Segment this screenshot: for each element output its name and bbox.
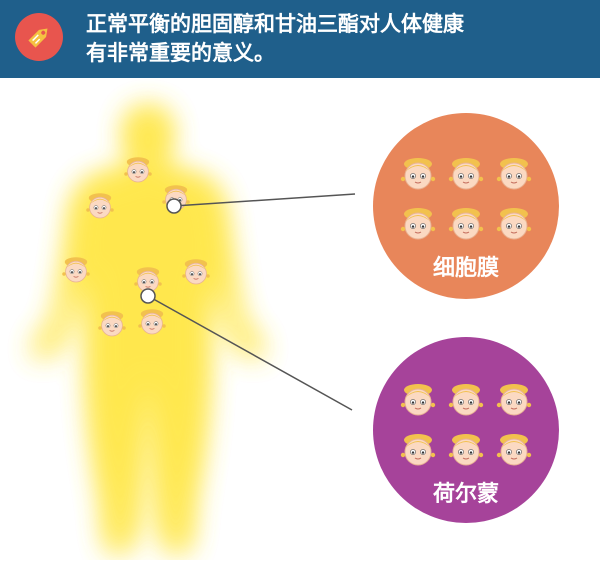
header-line-1: 正常平衡的胆固醇和甘油三酯对人体健康 — [86, 12, 464, 36]
illustration-canvas — [34, 108, 559, 553]
cell-membrane-circle — [373, 113, 559, 299]
cell-membrane-label: 细胞膜 — [432, 256, 499, 281]
header-title: 正常平衡的胆固醇和甘油三酯对人体健康 有非常重要的意义。 — [86, 10, 586, 68]
hormone-label: 荷尔蒙 — [432, 482, 499, 507]
header-line-2: 有非常重要的意义。 — [86, 41, 275, 65]
connector-lines — [140, 193, 356, 411]
hormone-circle — [373, 337, 559, 523]
illustration: 细胞膜 荷尔蒙 — [0, 78, 600, 560]
price-tag-icon — [15, 13, 63, 61]
header-banner: 正常平衡的胆固醇和甘油三酯对人体健康 有非常重要的意义。 — [0, 0, 600, 78]
